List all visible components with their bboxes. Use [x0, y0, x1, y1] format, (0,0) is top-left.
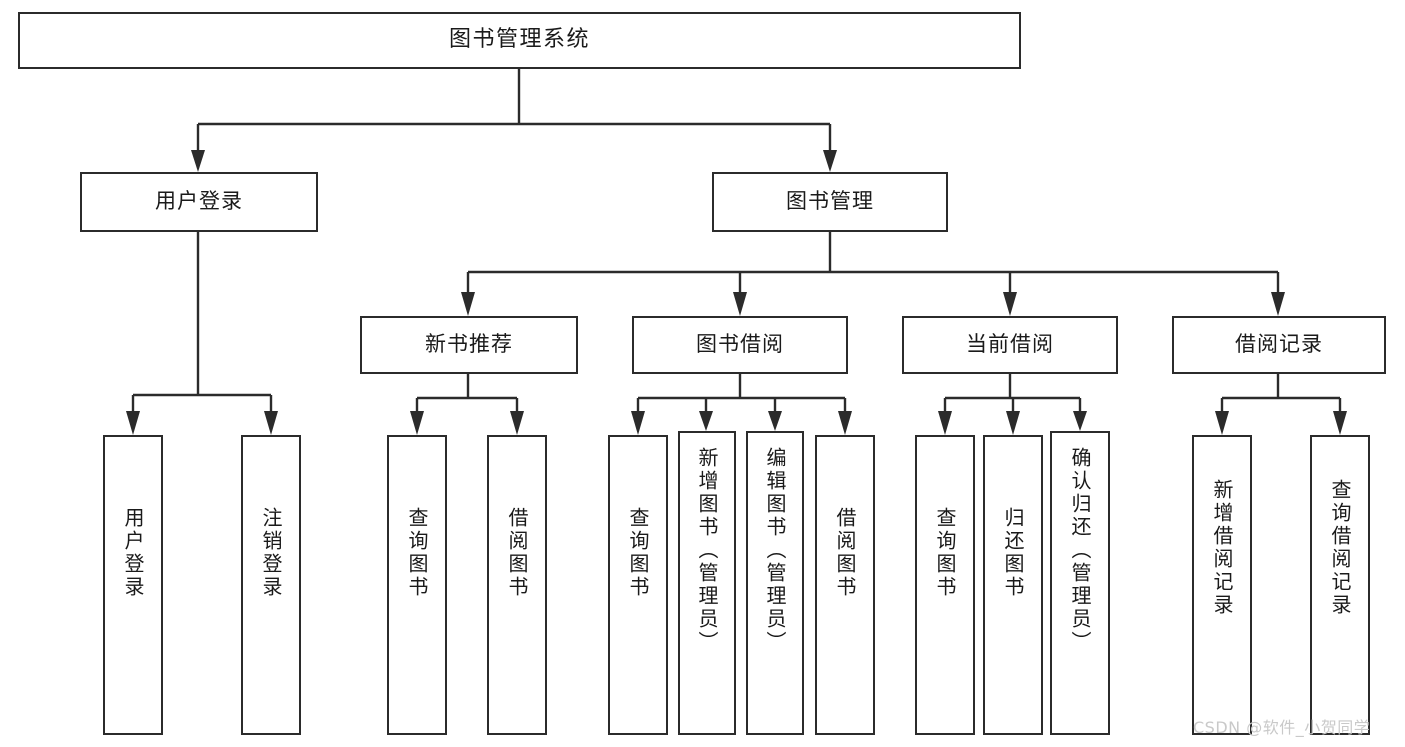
- node-label: 图书借阅: [696, 332, 784, 357]
- leaf-current-query-book[interactable]: 查询图书: [915, 435, 975, 735]
- leaf-borrow-query-book[interactable]: 查询图书: [608, 435, 668, 735]
- node-label: 借阅记录: [1235, 332, 1323, 357]
- leaf-record-add-record[interactable]: 新增借阅记录: [1192, 435, 1252, 735]
- node-label: 当前借阅: [966, 332, 1054, 357]
- node-label: 新增借阅记录: [1210, 479, 1234, 617]
- node-root-system[interactable]: 图书管理系统: [18, 12, 1021, 69]
- node-label: 查询图书: [626, 507, 650, 599]
- node-label: 确认归还（管理员）: [1068, 447, 1092, 654]
- leaf-user-login-logout[interactable]: 注销登录: [241, 435, 301, 735]
- node-label: 编辑图书（管理员）: [763, 447, 787, 654]
- leaf-borrow-borrow-book[interactable]: 借阅图书: [815, 435, 875, 735]
- csdn-watermark: CSDN @软件_小贺同学: [1193, 718, 1371, 737]
- node-label: 归还图书: [1001, 507, 1025, 599]
- leaf-user-login-login[interactable]: 用户登录: [103, 435, 163, 735]
- node-new-book-recommend[interactable]: 新书推荐: [360, 316, 578, 374]
- node-label: 借阅图书: [833, 507, 857, 599]
- node-label: 图书管理系统: [448, 27, 590, 53]
- node-book-borrow[interactable]: 图书借阅: [632, 316, 848, 374]
- leaf-current-confirm-return-admin[interactable]: 确认归还（管理员）: [1050, 431, 1110, 735]
- node-label: 用户登录: [155, 189, 243, 214]
- node-label: 注销登录: [259, 507, 283, 599]
- leaf-recommend-borrow-book[interactable]: 借阅图书: [487, 435, 547, 735]
- leaf-recommend-query-book[interactable]: 查询图书: [387, 435, 447, 735]
- leaf-borrow-edit-book-admin[interactable]: 编辑图书（管理员）: [746, 431, 804, 735]
- node-label: 查询借阅记录: [1328, 479, 1352, 617]
- node-label: 借阅图书: [505, 507, 529, 599]
- node-label: 新增图书（管理员）: [695, 447, 719, 654]
- node-borrow-record[interactable]: 借阅记录: [1172, 316, 1386, 374]
- node-label: 查询图书: [933, 507, 957, 599]
- node-book-management[interactable]: 图书管理: [712, 172, 948, 232]
- node-current-borrow[interactable]: 当前借阅: [902, 316, 1118, 374]
- node-label: 新书推荐: [425, 332, 513, 357]
- node-user-login[interactable]: 用户登录: [80, 172, 318, 232]
- node-label: 用户登录: [121, 507, 145, 599]
- node-label: 图书管理: [786, 189, 874, 214]
- node-label: 查询图书: [405, 507, 429, 599]
- leaf-borrow-add-book-admin[interactable]: 新增图书（管理员）: [678, 431, 736, 735]
- leaf-current-return-book[interactable]: 归还图书: [983, 435, 1043, 735]
- leaf-record-query-record[interactable]: 查询借阅记录: [1310, 435, 1370, 735]
